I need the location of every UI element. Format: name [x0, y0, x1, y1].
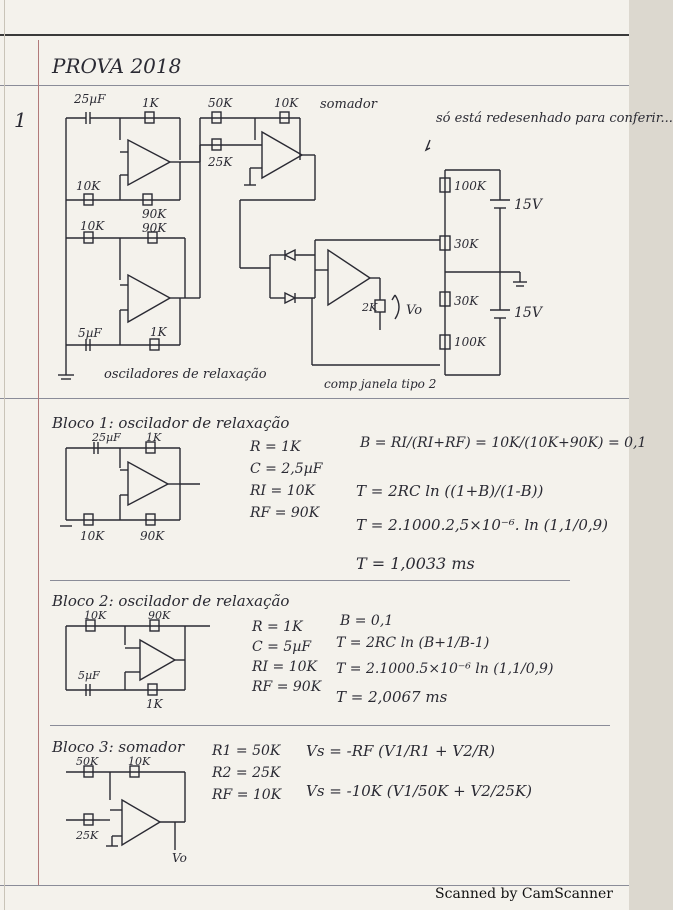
- bloco-2-r-10k-label: 10K: [84, 609, 107, 622]
- label-r-30k-bottom: 30K: [454, 294, 479, 308]
- label-r-50k: 50K: [208, 96, 233, 110]
- margin-line: [38, 40, 39, 885]
- bloco-1-r-10k-label: 10K: [80, 529, 105, 543]
- bloco-3-r-25k-label: 25K: [76, 829, 99, 842]
- bloco-1-eq-t1: T = 2RC ln ((1+B)/(1-B)): [356, 482, 544, 500]
- divider-rule-1: [0, 398, 629, 399]
- label-osciladores: osciladores de relaxação: [104, 367, 267, 382]
- bloco-2-eq-b: B = 0,1: [340, 613, 394, 629]
- bloco-2-param-ri: RI = 10K: [252, 659, 317, 675]
- bloco-1-r-label: 1K: [146, 431, 162, 444]
- main-schematic: [58, 111, 527, 850]
- bloco-3-vo-label: Vo: [172, 851, 187, 865]
- bloco-1-param-ri: RI = 10K: [250, 483, 315, 499]
- label-r-10k-b: 10K: [80, 219, 105, 233]
- bloco-2-param-rf: RF = 90K: [252, 679, 322, 695]
- bloco-1-param-r: R = 1K: [250, 439, 301, 455]
- bloco-2-eq-t1: T = 2RC ln (B+1/B-1): [336, 635, 490, 651]
- bloco-2-cap-label: 5µF: [78, 669, 100, 682]
- bloco-2-param-r: R = 1K: [252, 619, 303, 635]
- label-r-25k: 25K: [208, 155, 233, 169]
- label-r-10k-a: 10K: [76, 179, 101, 193]
- bloco-3-title: Bloco 3: somador: [52, 738, 185, 756]
- label-cap-top: 25µF: [74, 92, 106, 106]
- label-r-30k-top: 30K: [454, 237, 479, 251]
- label-15v-top: 15V: [514, 197, 542, 213]
- bloco-2-param-c: C = 5µF: [252, 639, 312, 655]
- bloco-2-r-1k-label: 1K: [146, 697, 163, 711]
- divider-rule-2: [50, 580, 570, 581]
- bloco-2-title: Bloco 2: oscilador de relaxação: [52, 592, 290, 610]
- bloco-1-cap-label: 25µF: [92, 431, 121, 444]
- label-r-100k-top: 100K: [454, 179, 486, 193]
- label-r-10k-sum: 10K: [274, 96, 299, 110]
- bloco-1-eq-t3: T = 1,0033 ms: [356, 554, 475, 573]
- header-rule: [0, 85, 629, 86]
- label-somador: somador: [320, 97, 377, 112]
- label-r-1k-b: 1K: [150, 325, 167, 339]
- bloco-2-r-90k-label: 90K: [148, 609, 171, 622]
- bloco-2-eq-t3: T = 2,0067 ms: [336, 688, 448, 706]
- bloco-3-param-r1: R1 = 50K: [212, 743, 281, 759]
- label-r-2k: 2K: [362, 301, 378, 314]
- bottom-rule: [0, 885, 629, 886]
- label-15v-bottom: 15V: [514, 305, 542, 321]
- label-comp-janela: comp janela tipo 2: [324, 377, 437, 391]
- bloco-1-param-rf: RF = 90K: [250, 505, 320, 521]
- bloco-1-eq-b: B = RI/(RI+RF) = 10K/(10K+90K) = 0,1: [360, 435, 647, 451]
- page-title: PROVA 2018: [52, 54, 182, 78]
- bloco-3-param-r2: R2 = 25K: [212, 765, 281, 781]
- label-r-90k-a: 90K: [142, 207, 167, 221]
- bloco-1-eq-t2: T = 2.1000.2,5×10⁻⁶. ln (1,1/0,9): [356, 516, 609, 534]
- bloco-1-title: Bloco 1: oscilador de relaxação: [52, 414, 290, 432]
- left-edge: [4, 0, 5, 910]
- bloco-3-r-10k-label: 10K: [128, 755, 151, 768]
- bloco-1-r-90k-label: 90K: [140, 529, 165, 543]
- bloco-1-param-c: C = 2,5µF: [250, 461, 323, 477]
- divider-rule-3: [50, 725, 610, 726]
- label-r-100k-bottom: 100K: [454, 335, 486, 349]
- bloco-3-r-50k-label: 50K: [76, 755, 99, 768]
- label-r-1k: 1K: [142, 96, 159, 110]
- label-vo: Vo: [406, 303, 423, 318]
- label-redesenhado: só está redesenhado para conferir...: [436, 111, 673, 126]
- label-r-90k-b: 90K: [142, 221, 167, 235]
- scanner-watermark: Scanned by CamScanner: [435, 886, 613, 902]
- top-rule: [0, 34, 629, 36]
- bloco-3-eq-2: Vs = -10K (V1/50K + V2/25K): [306, 782, 533, 800]
- question-number: 1: [14, 108, 27, 132]
- label-cap-bottom: 5µF: [78, 326, 102, 340]
- bloco-3-param-rf: RF = 10K: [212, 787, 282, 803]
- bloco-2-eq-t2: T = 2.1000.5×10⁻⁶ ln (1,1/0,9): [336, 661, 554, 677]
- bloco-3-eq-1: Vs = -RF (V1/R1 + V2/R): [306, 742, 495, 760]
